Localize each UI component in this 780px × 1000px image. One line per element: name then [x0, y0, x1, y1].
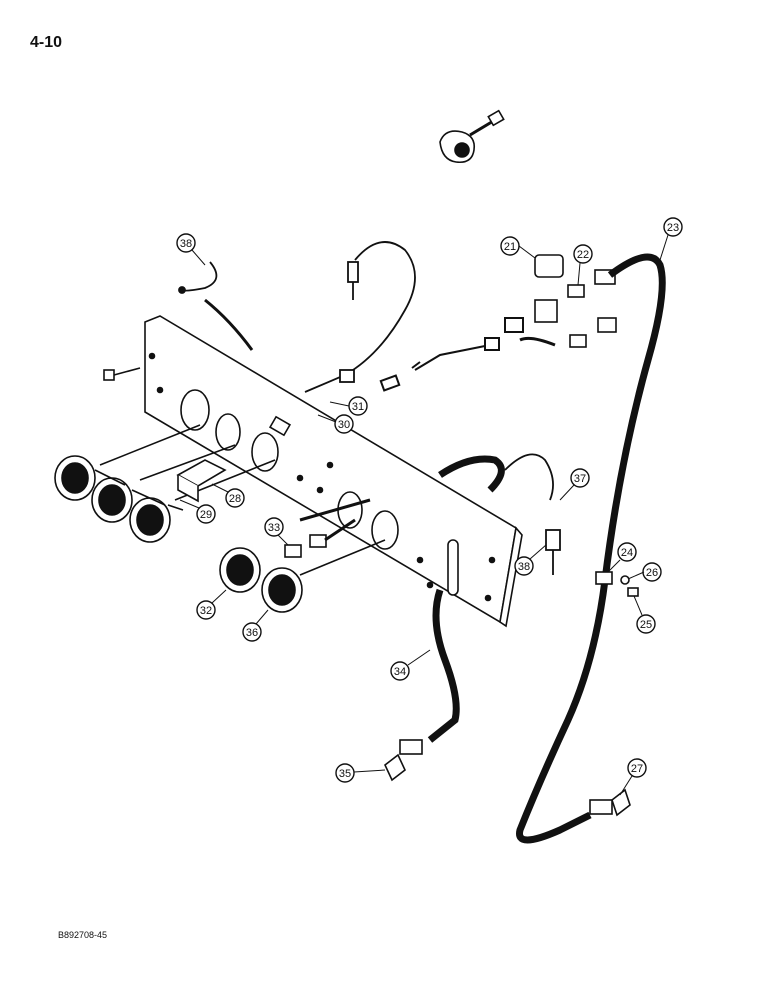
callout-27: 27: [627, 758, 647, 778]
callout-35: 35: [335, 763, 355, 783]
instrument-panel-plate: [144, 315, 523, 628]
connector-block-part: [176, 459, 227, 503]
svg-text:21: 21: [504, 241, 516, 253]
svg-text:37: 37: [574, 473, 586, 485]
callout-34: 34: [390, 661, 410, 681]
fitting-33: [284, 518, 356, 558]
hose-clip-part: [595, 571, 639, 597]
callout-38-lower: 38: [514, 556, 534, 576]
page-number: 4-10: [30, 34, 63, 51]
svg-text:38: 38: [518, 561, 530, 573]
callout-38-upper: 38: [176, 233, 196, 253]
callout-30: 30: [334, 414, 354, 434]
svg-text:36: 36: [246, 627, 258, 639]
svg-text:27: 27: [631, 763, 643, 775]
callout-29: 29: [196, 504, 216, 524]
clamp-bolt-part: [439, 109, 505, 164]
svg-text:28: 28: [229, 493, 241, 505]
figure-code: B892708-45: [58, 930, 108, 940]
callout-23: 23: [663, 217, 683, 237]
svg-text:35: 35: [339, 768, 351, 780]
callout-31: 31: [348, 396, 368, 416]
hydraulic-hose-23: [516, 253, 666, 844]
pressure-tube: [379, 317, 556, 392]
sender-wire: [304, 241, 416, 393]
svg-text:34: 34: [394, 666, 406, 678]
svg-text:32: 32: [200, 605, 212, 617]
callout-leaders: [179, 234, 669, 796]
svg-text:26: 26: [646, 567, 658, 579]
svg-text:23: 23: [667, 222, 679, 234]
gauge-cluster-left: [54, 424, 276, 543]
svg-text:22: 22: [577, 249, 589, 261]
svg-text:38: 38: [180, 238, 192, 250]
svg-text:25: 25: [640, 619, 652, 631]
hydraulic-hose-34: [427, 455, 505, 743]
sender-wire-37: [504, 453, 561, 575]
callout-22: 22: [573, 244, 593, 264]
gauge-cluster-right: [219, 498, 386, 613]
elbow-fitting-27: [589, 788, 631, 817]
callout-36: 36: [242, 622, 262, 642]
callout-24: 24: [617, 542, 637, 562]
svg-text:31: 31: [352, 401, 364, 413]
callout-33: 33: [264, 517, 284, 537]
svg-text:24: 24: [621, 547, 633, 559]
svg-text:33: 33: [268, 522, 280, 534]
callout-21: 21: [500, 236, 520, 256]
svg-text:29: 29: [200, 509, 212, 521]
callout-25: 25: [636, 614, 656, 634]
callout-26: 26: [642, 562, 662, 582]
panel-bolt: [103, 367, 141, 381]
tie-strap-part: [178, 261, 254, 351]
pressure-switch-part: [534, 254, 617, 348]
elbow-fitting-35: [384, 739, 423, 782]
callout-28: 28: [225, 488, 245, 508]
callout-32: 32: [196, 600, 216, 620]
callout-37: 37: [570, 468, 590, 488]
svg-text:30: 30: [338, 419, 350, 431]
